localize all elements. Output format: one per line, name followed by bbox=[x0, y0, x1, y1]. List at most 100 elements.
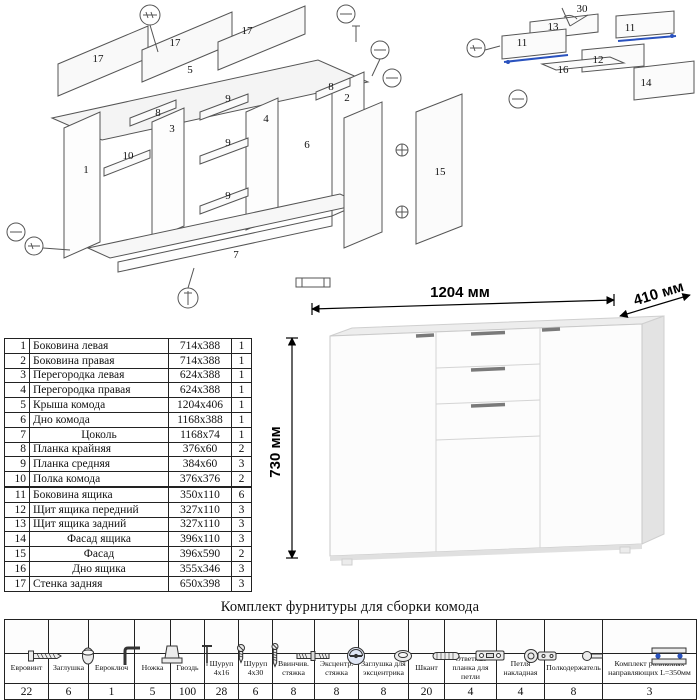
part-name: Полка комода bbox=[29, 471, 169, 488]
part-qty: 3 bbox=[231, 531, 252, 548]
hardware-icon-cell bbox=[48, 619, 94, 664]
plinth-shape bbox=[117, 215, 333, 273]
part-number-label: 3 bbox=[169, 123, 175, 135]
part-number-label: 17 bbox=[170, 37, 182, 49]
hardware-qty: 28 bbox=[204, 683, 239, 700]
hardware-icon-cell bbox=[358, 619, 412, 662]
door-shapes bbox=[343, 93, 463, 249]
part-qty: 2 bbox=[231, 441, 252, 458]
hardware-qty: 20 bbox=[408, 683, 445, 700]
part-size: 350x110 bbox=[168, 485, 232, 503]
hardware-icon-cell bbox=[238, 619, 278, 668]
hardware-icon-cell bbox=[408, 619, 459, 660]
part-size: 396x590 bbox=[168, 546, 232, 562]
part-number-label: 15 bbox=[435, 166, 447, 178]
part-name: Стенка задняя bbox=[29, 575, 169, 592]
plank-and-shelf-shapes bbox=[103, 77, 351, 215]
part-number: 12 bbox=[4, 501, 30, 518]
part-number-label: 8 bbox=[328, 81, 334, 93]
part-name: Щит ящика передний bbox=[29, 501, 169, 518]
part-number-label: 9 bbox=[225, 137, 231, 149]
part-number-label: 13 bbox=[548, 21, 560, 33]
hardware-qty: 8 bbox=[314, 683, 359, 700]
part-name: Боковина ящика bbox=[29, 485, 169, 503]
part-number: 15 bbox=[4, 546, 30, 562]
drawer-callouts bbox=[466, 38, 528, 109]
part-name: Перегородка левая bbox=[29, 367, 169, 384]
part-size: 327x110 bbox=[168, 516, 232, 533]
hardware-icon-cell bbox=[170, 619, 212, 666]
part-qty: 1 bbox=[231, 397, 252, 413]
part-name: Щит ящика задний bbox=[29, 516, 169, 533]
part-size: 1168x388 bbox=[168, 411, 232, 428]
part-qty: 6 bbox=[231, 485, 252, 503]
hardware-callouts bbox=[6, 4, 402, 309]
part-number-label: 14 bbox=[641, 77, 653, 89]
part-qty: 1 bbox=[231, 367, 252, 384]
part-name: Перегородка правая bbox=[29, 382, 169, 399]
part-qty: 1 bbox=[231, 338, 252, 354]
height-dimension-label: 730 мм bbox=[267, 426, 284, 477]
hardware-qty: 8 bbox=[272, 683, 315, 700]
hardware-qty: 8 bbox=[358, 683, 409, 700]
dimension-height: 730 мм bbox=[267, 337, 298, 559]
hardware-kit-title: Комплект фурнитуры для сборки комода bbox=[220, 599, 480, 615]
part-number: 9 bbox=[4, 456, 30, 473]
hinge-marks bbox=[395, 143, 409, 219]
part-qty: 1 bbox=[231, 382, 252, 399]
hardware-name: Шуруп 4x30 bbox=[238, 653, 273, 684]
part-number: 14 bbox=[4, 531, 30, 548]
part-size: 327x110 bbox=[168, 501, 232, 518]
part-size: 714x388 bbox=[168, 352, 232, 369]
part-name: Боковина правая bbox=[29, 352, 169, 369]
part-size: 1168x74 bbox=[168, 426, 232, 443]
hardware-qty: 5 bbox=[134, 683, 171, 700]
back-panels-shape bbox=[57, 5, 306, 97]
part-size: 714x388 bbox=[168, 338, 232, 354]
part-name: Дно комода bbox=[29, 411, 169, 428]
part-number-label: 12 bbox=[593, 54, 604, 66]
part-name: Боковина левая bbox=[29, 338, 169, 354]
hardware-name: Евроключ bbox=[88, 653, 135, 684]
part-name: Дно ящика bbox=[29, 560, 169, 577]
part-number-label: 11 bbox=[625, 22, 636, 34]
hardware-qty: 6 bbox=[238, 683, 273, 700]
hardware-name: Заглушка для эксцентрика bbox=[358, 653, 409, 684]
part-number: 4 bbox=[4, 382, 30, 399]
part-qty: 3 bbox=[231, 560, 252, 577]
part-number-label: 4 bbox=[263, 113, 269, 125]
hardware-qty: 4 bbox=[444, 683, 497, 700]
part-number-label: 30 bbox=[577, 3, 589, 15]
hardware-icon-cell bbox=[272, 619, 329, 661]
hardware-icon-cell bbox=[602, 619, 697, 664]
handle-notches bbox=[415, 327, 561, 408]
part-number: 6 bbox=[4, 411, 30, 428]
hardware-icon-cell bbox=[444, 619, 504, 660]
hardware-qty: 100 bbox=[170, 683, 205, 700]
part-number-label: 11 bbox=[517, 37, 528, 49]
hardware-icon-cell bbox=[544, 619, 603, 661]
drawer-panel-shapes bbox=[501, 10, 695, 101]
part-number-label: 8 bbox=[155, 107, 161, 119]
hardware-icon-cell bbox=[496, 619, 556, 663]
width-dimension-label: 1204 мм bbox=[430, 284, 490, 301]
part-name: Фасад bbox=[29, 546, 169, 562]
